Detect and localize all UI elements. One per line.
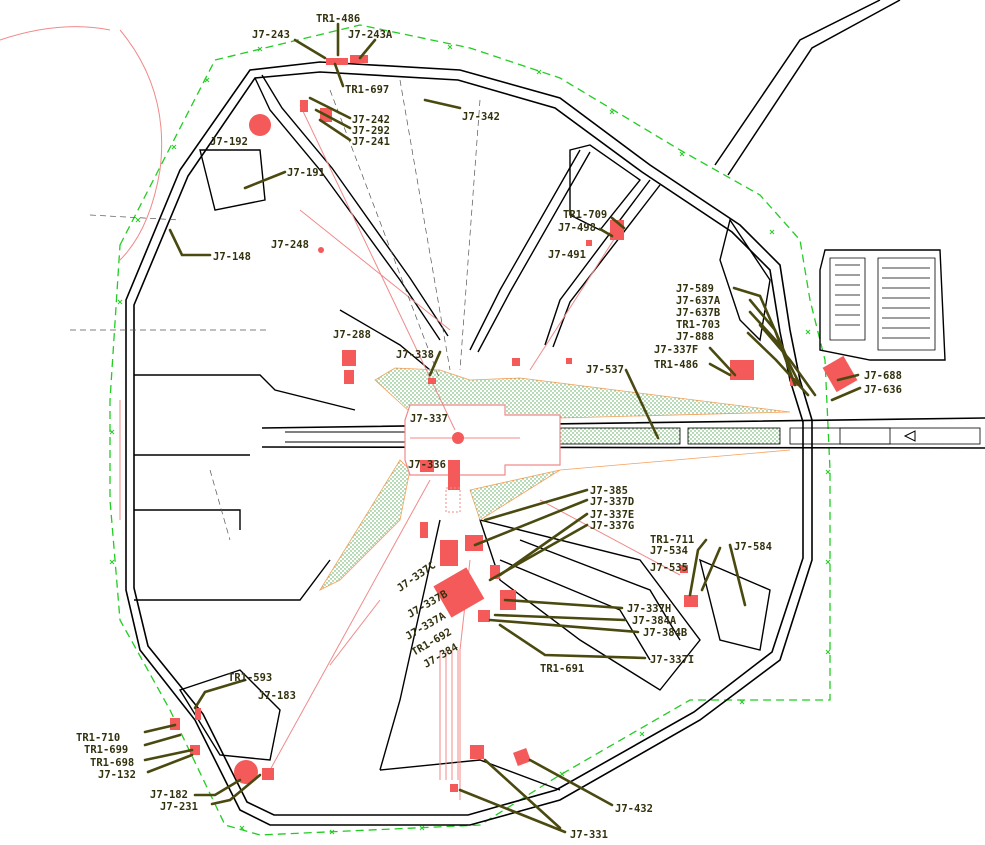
label-j7-888: J7-888: [676, 331, 714, 343]
main-runway: [261, 417, 985, 449]
label-j7-432: J7-432: [615, 803, 653, 815]
central-building: [404, 404, 561, 513]
outer-ring-road-inner: [133, 71, 804, 816]
label-j7-636: J7-636: [864, 384, 902, 396]
label-j7-534: J7-534: [650, 545, 688, 557]
label-j7-241: J7-241: [352, 136, 390, 148]
label-j7-338: J7-338: [396, 349, 434, 361]
label-j7-191: J7-191: [287, 167, 325, 179]
label-j7-288: J7-288: [333, 329, 371, 341]
label-j7-384b: J7-384B: [643, 627, 687, 639]
internal-roads: [134, 74, 946, 791]
label-tr1-593: TR1-593: [228, 672, 272, 684]
label-j7-337c: J7-337C: [395, 559, 438, 594]
label-j7-589: J7-589: [676, 283, 714, 295]
label-tr1-710: TR1-710: [76, 732, 120, 744]
label-j7-243a: J7-243A: [348, 29, 393, 41]
label-j7-342: J7-342: [462, 111, 500, 123]
label-tr1-703: TR1-703: [676, 319, 720, 331]
label-tr1-697: TR1-697: [345, 84, 389, 96]
label-j7-337d: J7-337D: [590, 496, 634, 508]
label-j7-148: J7-148: [213, 251, 251, 263]
label-j7-584: J7-584: [734, 541, 772, 553]
label-j7-385: J7-385: [590, 485, 628, 497]
label-tr1-691: TR1-691: [540, 663, 584, 675]
label-j7-535: J7-535: [650, 562, 688, 574]
label-j7-183: J7-183: [258, 690, 296, 702]
outer-ring-road-outer: [125, 61, 813, 826]
label-j7-231: J7-231: [160, 801, 198, 813]
fence-markers: [109, 44, 831, 835]
facility-labels: TR1-486 J7-243 J7-243A TR1-697 J7-342 J7…: [76, 13, 902, 841]
label-j7-491: J7-491: [548, 249, 586, 261]
label-j7-337: J7-337: [410, 413, 448, 425]
label-tr1-698: TR1-698: [90, 757, 134, 769]
facilities: [170, 55, 858, 792]
label-j7-537: J7-537: [586, 364, 624, 376]
label-j7-688: J7-688: [864, 370, 902, 382]
label-j7-248: J7-248: [271, 239, 309, 251]
label-j7-331: J7-331: [570, 829, 608, 841]
label-j7-192: J7-192: [210, 136, 248, 148]
central-grass: [318, 367, 791, 591]
label-j7-498: J7-498: [558, 222, 596, 234]
label-j7-637b: J7-637B: [676, 307, 720, 319]
label-j7-337g: J7-337G: [590, 520, 634, 532]
label-j7-337f: J7-337F: [654, 344, 698, 356]
label-j7-292: J7-292: [352, 125, 390, 137]
label-j7-132: J7-132: [98, 769, 136, 781]
label-j7-242: J7-242: [352, 114, 390, 126]
label-tr1-711: TR1-711: [650, 534, 694, 546]
label-tr1-709: TR1-709: [563, 209, 607, 221]
label-tr1-699: TR1-699: [84, 744, 128, 756]
label-j7-336: J7-336: [408, 459, 446, 471]
label-j7-337e: J7-337E: [590, 509, 634, 521]
label-j7-243: J7-243: [252, 29, 290, 41]
label-leaders: [143, 22, 862, 834]
label-j7-637a: J7-637A: [676, 295, 721, 307]
perimeter-fence: [109, 24, 831, 836]
label-j7-384a: J7-384A: [632, 615, 677, 627]
label-tr1-486-top: TR1-486: [316, 13, 360, 25]
parking-lots: [829, 257, 936, 351]
north-east-access-road: [714, 0, 901, 176]
label-j7-182: J7-182: [150, 789, 188, 801]
label-j7-337i: J7-337I: [650, 654, 694, 666]
label-j7-337h: J7-337H: [627, 603, 671, 615]
label-tr1-486-mid: TR1-486: [654, 359, 698, 371]
